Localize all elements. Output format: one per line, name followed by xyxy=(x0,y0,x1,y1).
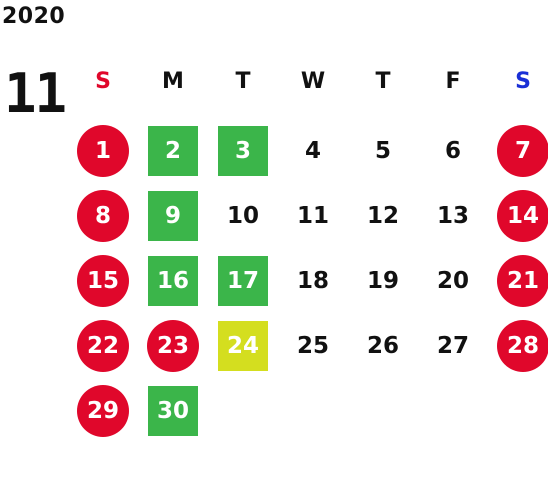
day-number: 13 xyxy=(436,202,469,229)
calendar-day-cell[interactable]: 13 xyxy=(418,183,488,248)
holiday-day-marker: 23 xyxy=(147,319,199,372)
holiday-day-marker: 21 xyxy=(497,254,548,307)
day-number: 11 xyxy=(296,202,329,229)
calendar-day-cell[interactable]: 30 xyxy=(138,378,208,443)
calendar-day-cell[interactable]: 15 xyxy=(68,248,138,313)
calendar-day-cell[interactable]: 11 xyxy=(278,183,348,248)
calendar-day-cell[interactable]: 16 xyxy=(138,248,208,313)
day-number: 10 xyxy=(226,202,259,229)
day-number: 27 xyxy=(436,332,469,359)
holiday-day-marker: 29 xyxy=(77,384,129,437)
calendar-day-cell[interactable]: 29 xyxy=(68,378,138,443)
green-day-marker: 30 xyxy=(148,385,198,436)
weekday-label: S xyxy=(515,69,531,94)
calendar-day-cell[interactable]: 18 xyxy=(278,248,348,313)
day-number: 25 xyxy=(296,332,329,359)
calendar-day-cell[interactable]: 9 xyxy=(138,183,208,248)
calendar-day-cell[interactable]: 3 xyxy=(208,118,278,183)
day-number: 26 xyxy=(366,332,399,359)
green-day-marker: 9 xyxy=(148,190,198,241)
yellow-day-marker: 24 xyxy=(218,320,268,371)
green-day-marker: 17 xyxy=(218,255,268,306)
weekday-label: W xyxy=(300,69,326,94)
calendar-day-cell[interactable]: 12 xyxy=(348,183,418,248)
calendar-day-cell[interactable]: 25 xyxy=(278,313,348,378)
calendar-day-cell[interactable]: 5 xyxy=(348,118,418,183)
calendar-day-cell[interactable]: 10 xyxy=(208,183,278,248)
calendar-day-cell[interactable]: 21 xyxy=(488,248,548,313)
calendar-day-cell[interactable]: 23 xyxy=(138,313,208,378)
day-number: 5 xyxy=(374,137,391,164)
weekday-label: M xyxy=(162,69,184,94)
calendar-day-cell[interactable]: 4 xyxy=(278,118,348,183)
weekday-label: T xyxy=(235,69,251,94)
holiday-day-marker: 22 xyxy=(77,319,129,372)
holiday-day-marker: 14 xyxy=(497,189,548,242)
calendar-day-cell[interactable]: 1 xyxy=(68,118,138,183)
holiday-day-marker: 7 xyxy=(497,124,548,177)
green-day-marker: 2 xyxy=(148,125,198,176)
green-day-marker: 16 xyxy=(148,255,198,306)
calendar-day-cell[interactable]: 17 xyxy=(208,248,278,313)
day-number: 19 xyxy=(366,267,399,294)
calendar-day-cell[interactable]: 27 xyxy=(418,313,488,378)
weekday-label: T xyxy=(375,69,391,94)
day-number: 18 xyxy=(296,267,329,294)
holiday-day-marker: 1 xyxy=(77,124,129,177)
day-number: 12 xyxy=(366,202,399,229)
calendar-day-cell[interactable]: 6 xyxy=(418,118,488,183)
green-day-marker: 3 xyxy=(218,125,268,176)
calendar-day-cell[interactable]: 24 xyxy=(208,313,278,378)
calendar-day-cell[interactable]: 2 xyxy=(138,118,208,183)
calendar-day-cell[interactable]: 19 xyxy=(348,248,418,313)
day-number: 6 xyxy=(444,137,461,164)
day-number: 20 xyxy=(436,267,469,294)
month-number: 11 xyxy=(4,62,67,125)
holiday-day-marker: 15 xyxy=(77,254,129,307)
weekday-label: F xyxy=(445,69,461,94)
calendar-day-cell[interactable]: 28 xyxy=(488,313,548,378)
calendar-day-cell[interactable]: 22 xyxy=(68,313,138,378)
calendar-day-cell[interactable]: 26 xyxy=(348,313,418,378)
year-label: 2020 xyxy=(2,4,66,29)
holiday-day-marker: 28 xyxy=(497,319,548,372)
calendar-day-cell[interactable]: 20 xyxy=(418,248,488,313)
calendar-day-cell[interactable]: 7 xyxy=(488,118,548,183)
weekday-label: S xyxy=(95,69,111,94)
holiday-day-marker: 8 xyxy=(77,189,129,242)
calendar-day-cell[interactable]: 8 xyxy=(68,183,138,248)
calendar-day-cell[interactable]: 14 xyxy=(488,183,548,248)
day-number: 4 xyxy=(304,137,321,164)
